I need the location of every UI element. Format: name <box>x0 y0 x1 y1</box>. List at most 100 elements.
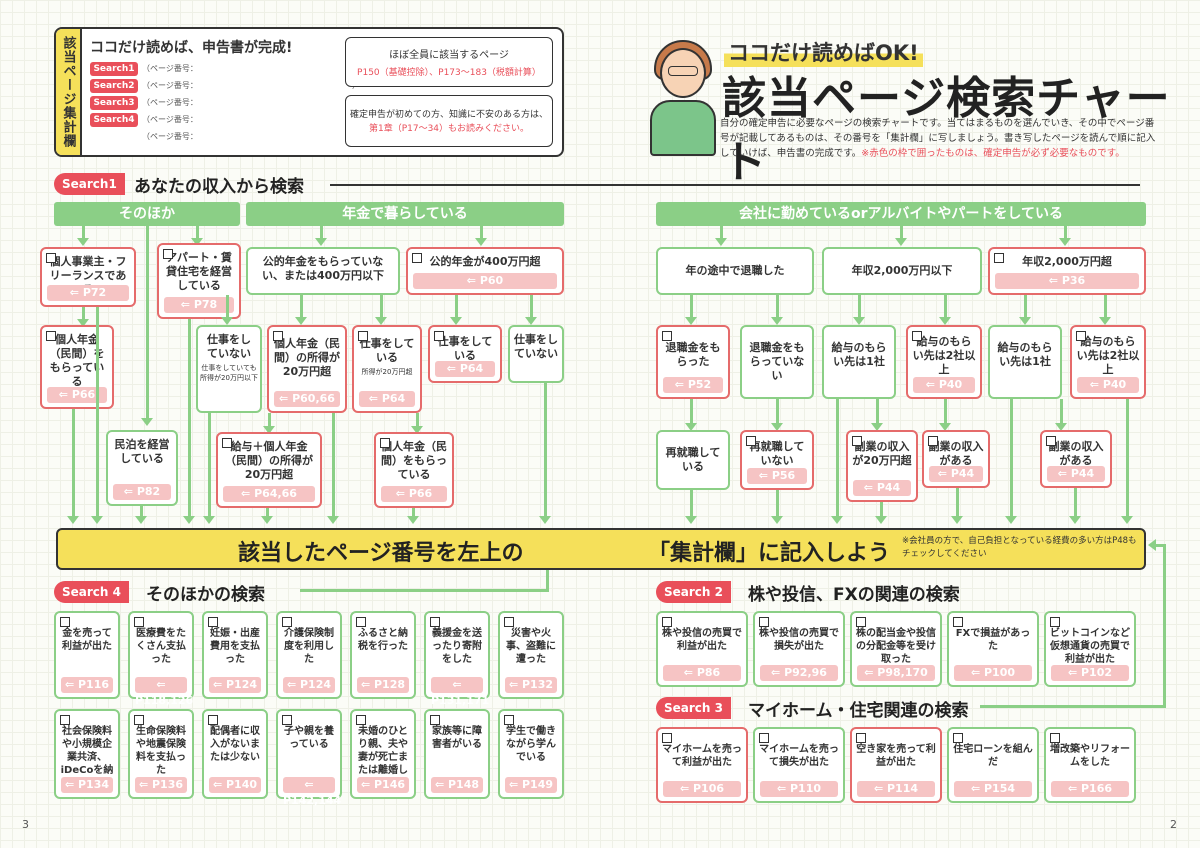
search-item-box[interactable]: 株や投信の売買で損失が出た⇐ P92,96 <box>753 611 845 687</box>
checkbox[interactable] <box>746 436 756 446</box>
checkbox[interactable] <box>856 617 866 627</box>
search-item-box[interactable]: 子や親を養っている⇐ P142,144 <box>276 709 342 807</box>
box-one-employer-2[interactable]: 給与のもらい先は1社 <box>988 325 1062 399</box>
box-text: 空き家を売って利益が出た <box>856 744 936 768</box>
checkbox[interactable] <box>504 617 514 627</box>
box-not-rehired[interactable]: 再就職していない ⇐ P56 <box>740 430 814 490</box>
search-item-box[interactable]: 住宅ローンを組んだ⇐ P154 <box>947 727 1039 803</box>
banner-note: ※会社員の方で、自己負担となっている経費の多い方はP48もチェックしてください <box>902 536 1137 559</box>
checkbox[interactable] <box>163 249 173 259</box>
tally-row-4[interactable]: Search4（ページ番号：） <box>90 112 360 127</box>
box-pension-over400[interactable]: 公的年金が400万円超 ⇐ P60 <box>406 247 564 295</box>
search-item-box[interactable]: マイホームを売って利益が出た⇐ P106 <box>656 727 748 803</box>
checkbox[interactable] <box>953 617 963 627</box>
box-private-pension[interactable]: 個人年金（民間）をもらっている ⇐ P66 <box>40 325 114 409</box>
box-rehired[interactable]: 再就職している <box>656 430 730 490</box>
tally-row-3[interactable]: Search3（ページ番号：） <box>90 95 360 110</box>
box-two-employers-2[interactable]: 給与のもらい先は2社以上 ⇐ P40 <box>1070 325 1146 399</box>
search-item-box[interactable]: 未婚のひとり親、夫や妻が死亡または離婚した⇐ P146 <box>350 709 416 799</box>
checkbox[interactable] <box>208 617 218 627</box>
box-private-pension-2[interactable]: 個人年金（民間）をもらっている ⇐ P66 <box>374 432 454 508</box>
checkbox[interactable] <box>759 617 769 627</box>
search-item-box[interactable]: 社会保険料や小規模企業共済、iDeCoを納めた⇐ P134 <box>54 709 120 799</box>
search-item-box[interactable]: 株や投信の売買で利益が出た⇐ P86 <box>656 611 748 687</box>
checkbox[interactable] <box>60 715 70 725</box>
search-item-box[interactable]: 災害や火事、盗難に遭った⇐ P132 <box>498 611 564 699</box>
checkbox[interactable] <box>434 331 444 341</box>
tally-row-5[interactable]: （ページ番号：） <box>90 129 360 144</box>
checkbox[interactable] <box>60 617 70 627</box>
checkbox[interactable] <box>1050 733 1060 743</box>
box-severance-no[interactable]: 退職金をもらっていない <box>740 325 814 399</box>
search-item-box[interactable]: 生命保険料や地震保険料を支払った⇐ P136 <box>128 709 194 799</box>
box-retired[interactable]: 年の途中で退職した <box>656 247 814 295</box>
search-item-box[interactable]: 空き家を売って利益が出た⇐ P114 <box>850 727 942 803</box>
checkbox[interactable] <box>46 331 56 341</box>
search-item-box[interactable]: ビットコインなど仮想通貨の売買で利益が出た⇐ P102 <box>1044 611 1136 687</box>
box-text: 災害や火事、盗難に遭った <box>506 628 556 665</box>
desc-red-note: ※赤色の枠で囲ったものは、確定申告が必ず必要なものです。 <box>861 148 1125 159</box>
box-working[interactable]: 仕事をしている 所得が20万円超 ⇐ P64 <box>352 325 422 413</box>
checkbox[interactable] <box>208 715 218 725</box>
box-no-work[interactable]: 仕事をしていない 仕事をしていても所得が20万円以下 <box>196 325 262 413</box>
box-private-income[interactable]: 個人年金（民間）の所得が20万円超 ⇐ P60,66 <box>267 325 347 413</box>
checkbox[interactable] <box>852 436 862 446</box>
search-item-box[interactable]: 義援金を送ったり寄附をした⇐ P131,171 <box>424 611 490 707</box>
search-item-box[interactable]: マイホームを売って損失が出た⇐ P110 <box>753 727 845 803</box>
tally-row-2[interactable]: Search2（ページ番号：） <box>90 78 360 93</box>
checkbox[interactable] <box>662 733 672 743</box>
checkbox[interactable] <box>662 617 672 627</box>
search-item-box[interactable]: ふるさと納税を行った⇐ P128 <box>350 611 416 699</box>
search-item-box[interactable]: FXで損益があった⇐ P100 <box>947 611 1039 687</box>
box-severance-yes[interactable]: 退職金をもらった ⇐ P52 <box>656 325 730 399</box>
checkbox[interactable] <box>430 715 440 725</box>
checkbox[interactable] <box>356 617 366 627</box>
search-item-box[interactable]: 妊娠・出産費用を支払った⇐ P124 <box>202 611 268 699</box>
box-over-2000[interactable]: 年収2,000万円超 ⇐ P36 <box>988 247 1146 295</box>
search-item-box[interactable]: 医療費をたくさん支払った⇐ P118,126 <box>128 611 194 707</box>
box-under-2000[interactable]: 年収2,000万円以下 <box>822 247 982 295</box>
checkbox[interactable] <box>662 331 672 341</box>
checkbox[interactable] <box>222 438 232 448</box>
checkbox[interactable] <box>1046 436 1056 446</box>
checkbox[interactable] <box>504 715 514 725</box>
box-self-employed[interactable]: 個人事業主・フリーランスである ⇐ P72 <box>40 247 136 307</box>
search-item-box[interactable]: 金を売って利益が出た⇐ P116 <box>54 611 120 699</box>
checkbox[interactable] <box>759 733 769 743</box>
checkbox[interactable] <box>282 617 292 627</box>
box-side-income-2[interactable]: 副業の収入がある ⇐ P44 <box>922 430 990 488</box>
box-pension-low[interactable]: 公的年金をもらっていない、または400万円以下 <box>246 247 400 295</box>
checkbox[interactable] <box>273 331 283 341</box>
checkbox[interactable] <box>380 438 390 448</box>
checkbox[interactable] <box>282 715 292 725</box>
search-item-box[interactable]: 配偶者に収入がないまたは少ない⇐ P140 <box>202 709 268 799</box>
checkbox[interactable] <box>856 733 866 743</box>
search-item-box[interactable]: 学生で働きながら学んでいる⇐ P149 <box>498 709 564 799</box>
box-minpaku[interactable]: 民泊を経営している ⇐ P82 <box>106 430 178 506</box>
box-salary-plus[interactable]: 給与＋個人年金（民間）の所得が20万円超 ⇐ P64,66 <box>216 432 322 508</box>
checkbox[interactable] <box>1050 617 1060 627</box>
box-two-employers-1[interactable]: 給与のもらい先は2社以上 ⇐ P40 <box>906 325 982 399</box>
checkbox[interactable] <box>912 331 922 341</box>
checkbox[interactable] <box>134 715 144 725</box>
search-item-box[interactable]: 株の配当金や投信の分配金等を受け取った⇐ P98,170 <box>850 611 942 687</box>
box-working-2[interactable]: 仕事をしている ⇐ P64 <box>428 325 502 383</box>
checkbox[interactable] <box>994 253 1004 263</box>
checkbox[interactable] <box>412 253 422 263</box>
checkbox[interactable] <box>430 617 440 627</box>
search-item-box[interactable]: 家族等に障害者がいる⇐ P148 <box>424 709 490 799</box>
box-side-income-1[interactable]: 副業の収入が20万円超 ⇐ P44 <box>846 430 918 502</box>
checkbox[interactable] <box>46 253 56 263</box>
search-item-box[interactable]: 増改築やリフォームをした⇐ P166 <box>1044 727 1136 803</box>
checkbox[interactable] <box>134 617 144 627</box>
box-no-work-2[interactable]: 仕事をしていない <box>508 325 564 383</box>
tally-row-1[interactable]: Search1（ページ番号：） <box>90 61 360 76</box>
checkbox[interactable] <box>928 436 938 446</box>
search-item-box[interactable]: 介護保険制度を利用した⇐ P124 <box>276 611 342 699</box>
box-one-employer-1[interactable]: 給与のもらい先は1社 <box>822 325 896 399</box>
checkbox[interactable] <box>953 733 963 743</box>
box-side-income-3[interactable]: 副業の収入がある ⇐ P44 <box>1040 430 1112 488</box>
checkbox[interactable] <box>1076 331 1086 341</box>
checkbox[interactable] <box>356 715 366 725</box>
checkbox[interactable] <box>358 331 368 341</box>
